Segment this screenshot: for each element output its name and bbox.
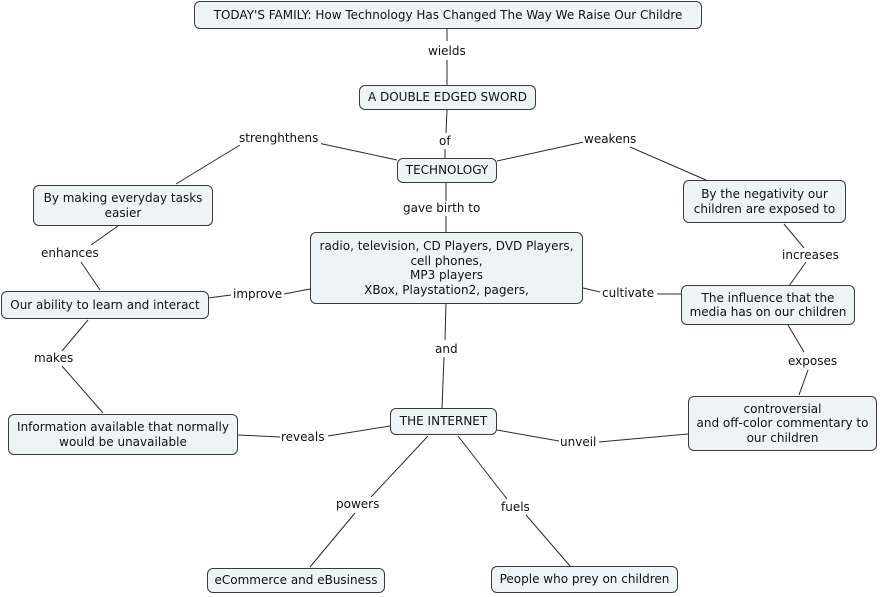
node-information[interactable]: Information available that normally woul…: [8, 414, 238, 455]
connector: [445, 109, 448, 134]
link-gave-birth-to[interactable]: gave birth to: [402, 201, 485, 215]
node-technology[interactable]: TECHNOLOGY: [397, 158, 497, 183]
node-technology-text: TECHNOLOGY: [405, 163, 489, 178]
node-internet[interactable]: THE INTERNET: [390, 408, 497, 435]
link-weakens[interactable]: weakens: [583, 132, 638, 146]
connector: [175, 144, 241, 185]
connector: [370, 435, 429, 498]
link-fuels[interactable]: fuels: [500, 500, 531, 514]
node-ecommerce[interactable]: eCommerce and eBusiness: [207, 568, 385, 593]
node-negativity[interactable]: By the negativity our children are expos…: [683, 180, 846, 223]
connector: [237, 434, 281, 438]
link-makes[interactable]: makes: [33, 351, 75, 365]
node-information-text: Information available that normally woul…: [17, 420, 229, 449]
connector: [525, 514, 571, 567]
node-predators-text: People who prey on children: [499, 572, 670, 587]
connector: [309, 512, 356, 568]
node-everyday-tasks-text: By making everyday tasks easier: [43, 191, 203, 220]
link-strengthens[interactable]: strenghthens: [238, 131, 321, 145]
node-double-edged-sword-text: A DOUBLE EDGED SWORD: [367, 90, 528, 105]
node-negativity-text: By the negativity our children are expos…: [693, 187, 836, 216]
link-unveil[interactable]: unveil: [559, 435, 598, 449]
link-improve[interactable]: improve: [232, 287, 284, 301]
connector: [80, 261, 101, 291]
node-devices-text: radio, television, CD Players, DVD Playe…: [319, 239, 574, 297]
connector: [582, 287, 601, 293]
connector: [629, 146, 707, 181]
connector: [787, 324, 805, 353]
node-devices[interactable]: radio, television, CD Players, DVD Playe…: [310, 232, 583, 304]
node-controversial-text: controversial and off-color commentary t…: [696, 401, 869, 445]
node-media-influence-text: The influence that the media has on our …: [689, 290, 847, 320]
connector: [598, 433, 689, 443]
connector: [496, 429, 560, 442]
connector: [457, 435, 508, 500]
link-enhances[interactable]: enhances: [40, 246, 102, 260]
connector: [90, 225, 119, 246]
connector: [207, 294, 232, 299]
node-predators[interactable]: People who prey on children: [491, 566, 678, 593]
connector: [327, 425, 391, 437]
node-title[interactable]: TODAY'S FAMILY: How Technology Has Chang…: [194, 1, 702, 29]
connector: [444, 303, 447, 341]
connector: [317, 142, 398, 161]
connector: [283, 288, 311, 295]
connector: [783, 223, 805, 249]
node-controversial[interactable]: controversial and off-color commentary t…: [688, 396, 877, 451]
node-double-edged-sword[interactable]: A DOUBLE EDGED SWORD: [359, 85, 536, 110]
link-increases[interactable]: increases: [781, 248, 841, 262]
node-learn-interact[interactable]: Our ability to learn and interact: [1, 291, 209, 319]
connector: [61, 365, 104, 414]
connector: [798, 369, 809, 396]
connector: [441, 356, 445, 409]
link-and[interactable]: and: [434, 342, 459, 356]
connector: [496, 141, 585, 162]
link-reveals[interactable]: reveals: [280, 430, 326, 444]
node-internet-text: THE INTERNET: [399, 414, 488, 429]
connector: [788, 261, 807, 287]
node-media-influence[interactable]: The influence that the media has on our …: [681, 285, 855, 325]
node-ecommerce-text: eCommerce and eBusiness: [214, 573, 378, 588]
connector: [61, 319, 89, 352]
link-powers[interactable]: powers: [335, 497, 384, 511]
node-title-text: TODAY'S FAMILY: How Technology Has Chang…: [213, 7, 683, 22]
link-exposes[interactable]: exposes: [787, 354, 840, 368]
node-learn-interact-text: Our ability to learn and interact: [10, 297, 200, 312]
link-wields[interactable]: wields: [427, 44, 467, 58]
link-of[interactable]: of: [438, 134, 452, 148]
node-everyday-tasks[interactable]: By making everyday tasks easier: [33, 185, 213, 226]
link-cultivate[interactable]: cultivate: [601, 286, 656, 300]
